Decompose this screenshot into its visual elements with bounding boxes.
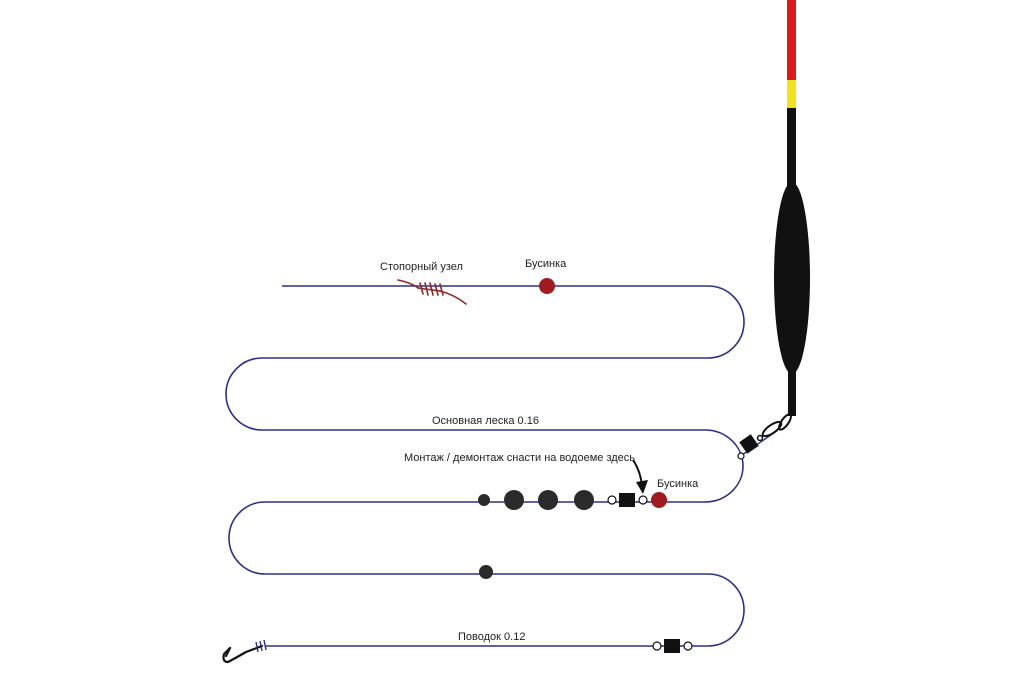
- label-bead-right: Бусинка: [657, 478, 699, 490]
- label-main-line: Основная леска 0.16: [432, 415, 539, 427]
- swivel-icon: [607, 493, 648, 507]
- shot-large-3: [574, 490, 594, 510]
- shot-single: [479, 565, 493, 579]
- float-antenna-stem: [787, 108, 796, 188]
- bead-right: [651, 492, 667, 508]
- float-antenna-red-top: [787, 0, 796, 80]
- label-stopper-knot: Стопорный узел: [380, 261, 463, 273]
- float-keel: [788, 370, 796, 416]
- float-body: [774, 182, 810, 374]
- float-antenna-yellow: [787, 80, 796, 108]
- snap-swivel-icon: [737, 413, 792, 460]
- bead-top: [539, 278, 555, 294]
- stopper-knot: [397, 279, 467, 305]
- label-leader: Поводок 0.12: [458, 631, 525, 643]
- arrow-down-icon: [632, 459, 648, 494]
- main-line: [225, 285, 745, 647]
- shot-large-2: [538, 490, 558, 510]
- hook-icon: [222, 644, 264, 664]
- shot-large-1: [504, 490, 524, 510]
- label-assembly-note: Монтаж / демонтаж снасти на водоеме здес…: [404, 452, 635, 464]
- swivel-bottom-icon: [652, 639, 693, 653]
- label-bead-top: Бусинка: [525, 258, 567, 270]
- shot-small: [478, 494, 490, 506]
- hook-knot: [255, 639, 267, 653]
